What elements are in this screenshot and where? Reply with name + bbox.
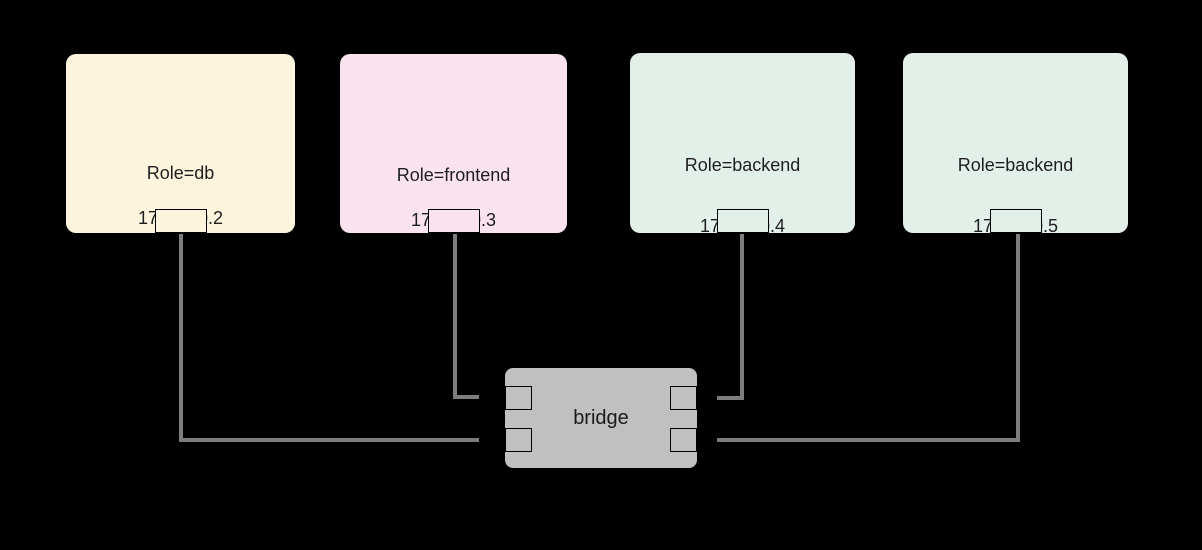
bridge-port-left-bottom	[505, 428, 532, 452]
link-backend1-to-bridge-horizontal	[717, 396, 744, 400]
container-node-backend-1: Role=backend 172.17.0.4	[630, 53, 855, 236]
link-db-to-bridge-horizontal	[179, 438, 479, 442]
container-node-db: Role=db 172.17.0.2	[66, 54, 295, 233]
link-backend2-to-bridge-horizontal	[717, 438, 1020, 442]
bridge-node: bridge	[505, 368, 697, 468]
bridge-label: bridge	[573, 406, 629, 429]
network-port	[427, 209, 480, 233]
container-role-label: Role=backend	[957, 155, 1074, 175]
network-port	[154, 209, 207, 233]
container-role-label: Role=frontend	[396, 165, 511, 185]
link-db-to-bridge-vertical	[179, 234, 183, 442]
link-frontend-to-bridge-vertical	[453, 234, 457, 399]
bridge-port-left-top	[505, 386, 532, 410]
container-node-frontend: Role=frontend 172.17.0.3	[340, 54, 567, 233]
container-role-label: Role=db	[146, 163, 215, 183]
bridge-port-right-top	[670, 386, 697, 410]
link-frontend-to-bridge-horizontal	[453, 395, 479, 399]
container-node-backend-2: Role=backend 172.17.0.5	[903, 53, 1128, 236]
network-port	[989, 209, 1042, 233]
network-port	[716, 209, 769, 233]
bridge-port-right-bottom	[670, 428, 697, 452]
link-backend1-to-bridge-vertical	[740, 234, 744, 400]
container-role-label: Role=backend	[684, 155, 801, 175]
link-backend2-to-bridge-vertical	[1016, 234, 1020, 442]
